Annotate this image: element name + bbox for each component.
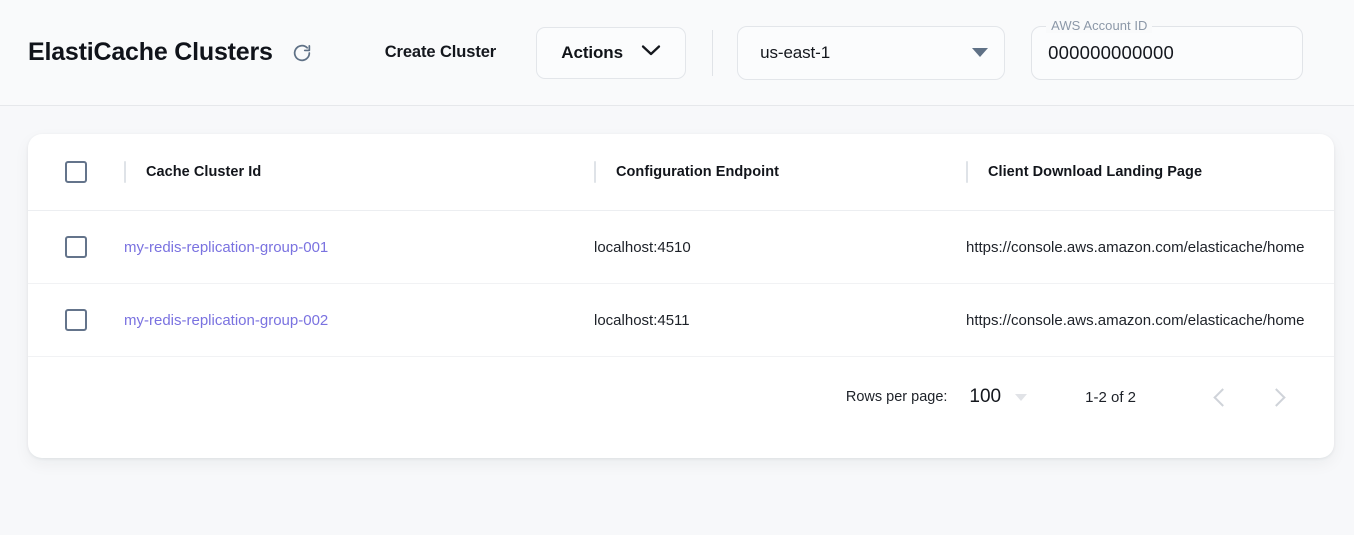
table-header-row: Cache Cluster Id Configuration Endpoint … [28,134,1334,211]
cell-client-download-landing-page: https://console.aws.amazon.com/elasticac… [966,210,1334,284]
table-head: Cache Cluster Id Configuration Endpoint … [28,134,1334,211]
previous-page-button[interactable] [1198,375,1242,419]
chevron-down-icon [641,44,661,62]
actions-button-label: Actions [561,42,623,62]
column-header-label: Cache Cluster Id [146,164,262,180]
cluster-id-link[interactable]: my-redis-replication-group-001 [124,238,329,256]
create-cluster-button[interactable]: Create Cluster [379,35,502,70]
cluster-id-link[interactable]: my-redis-replication-group-002 [124,311,329,329]
column-resize-handle[interactable] [124,161,126,183]
refresh-button[interactable] [287,38,317,68]
table-body: my-redis-replication-group-001 localhost… [28,210,1334,357]
landing-page-text: https://console.aws.amazon.com/elasticac… [966,238,1305,256]
table-pagination: Rows per page: 100 1-2 of 2 [28,357,1334,437]
rows-per-page-label: Rows per page: [845,389,948,405]
column-header-client-download-landing-page[interactable]: Client Download Landing Page [966,134,1334,211]
next-page-button[interactable] [1256,375,1300,419]
configuration-endpoint-text: localhost:4510 [594,238,691,256]
clusters-card: Cache Cluster Id Configuration Endpoint … [28,134,1334,458]
cell-cache-cluster-id: my-redis-replication-group-001 [124,210,594,284]
pagination-range-label: 1-2 of 2 [1085,388,1136,406]
table-row[interactable]: my-redis-replication-group-002 localhost… [28,283,1334,357]
chevron-left-icon [1212,387,1232,407]
column-header-cache-cluster-id[interactable]: Cache Cluster Id [124,134,594,211]
clusters-table: Cache Cluster Id Configuration Endpoint … [28,134,1334,357]
select-all-header [28,134,124,211]
page-title: ElastiCache Clusters [28,38,273,66]
rows-per-page-select[interactable]: 100 [969,386,1028,408]
chevron-right-icon [1266,387,1286,407]
actions-button[interactable]: Actions [536,26,687,79]
row-select-cell [28,283,124,357]
caret-down-icon [972,48,989,57]
cell-cache-cluster-id: my-redis-replication-group-002 [124,283,594,357]
landing-page-text: https://console.aws.amazon.com/elasticac… [966,311,1305,329]
caret-down-icon [1015,393,1028,401]
aws-account-id-value: 000000000000 [1048,41,1174,63]
configuration-endpoint-text: localhost:4511 [594,311,690,329]
header-divider [712,29,714,76]
row-checkbox[interactable] [65,236,87,258]
page-header: ElastiCache Clusters Create Cluster Acti… [0,0,1354,106]
region-select[interactable]: us-east-1 [737,25,1006,80]
aws-account-id-label: AWS Account ID [1046,17,1153,33]
table-row[interactable]: my-redis-replication-group-001 localhost… [28,210,1334,284]
aws-account-id-field[interactable]: AWS Account ID 000000000000 [1031,17,1304,80]
column-header-label: Client Download Landing Page [988,164,1203,180]
cell-client-download-landing-page: https://console.aws.amazon.com/elasticac… [966,283,1334,357]
select-all-checkbox[interactable] [65,161,87,183]
region-select-value: us-east-1 [760,42,831,62]
row-checkbox[interactable] [65,309,87,331]
cell-configuration-endpoint: localhost:4510 [594,210,966,284]
column-resize-handle[interactable] [966,161,968,183]
column-resize-handle[interactable] [594,161,596,183]
cell-configuration-endpoint: localhost:4511 [594,283,966,357]
refresh-icon [291,42,313,64]
row-select-cell [28,210,124,284]
column-header-label: Configuration Endpoint [616,164,779,180]
column-header-configuration-endpoint[interactable]: Configuration Endpoint [594,134,966,211]
rows-per-page-value: 100 [969,386,1002,407]
